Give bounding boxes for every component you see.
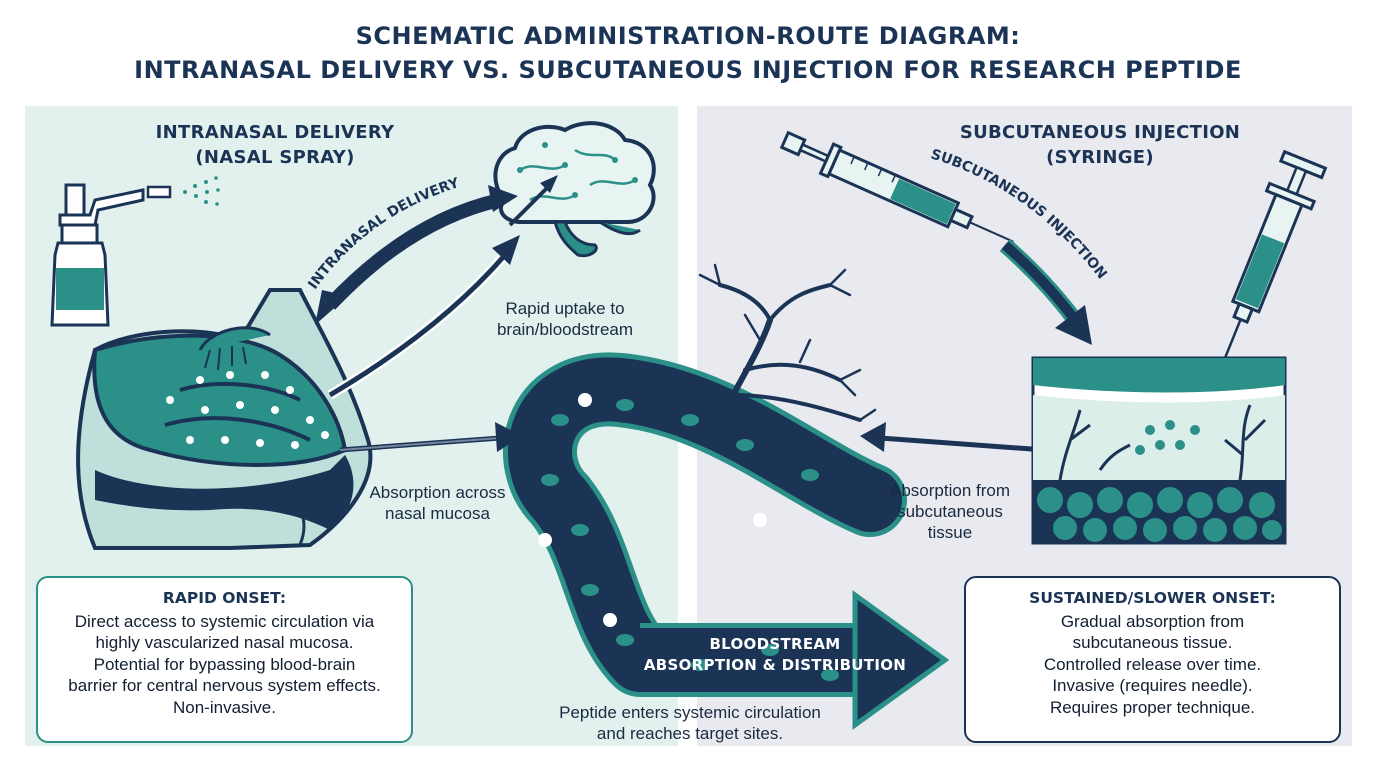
rapid-onset-line-3: Potential for bypassing blood-brain [93, 654, 356, 674]
rapid-onset-line-5: Non-invasive. [173, 697, 276, 717]
rapid-onset-line-1: Direct access to systemic circulation vi… [74, 611, 375, 631]
circulation-caption: Peptide enters systemic circulation and … [520, 702, 860, 744]
rapid-onset-box: RAPID ONSET: Direct access to systemic c… [36, 576, 413, 743]
sustained-onset-box: SUSTAINED/SLOWER ONSET: Gradual absorpti… [964, 576, 1341, 743]
injection-route-arrow [999, 238, 1092, 345]
right-panel-heading: SUBCUTANEOUS INJECTION (SYRINGE) [940, 120, 1260, 170]
bloodstream-arrow-line-1: BLOODSTREAM [709, 635, 841, 653]
uptake-arrow [327, 235, 520, 400]
subcutaneous-absorption-line-3: tissue [927, 523, 973, 542]
capillary-network-illustration [698, 263, 877, 423]
intranasal-delivery-arrow [315, 185, 518, 325]
sustained-onset-line-4: Invasive (requires needle). [1052, 676, 1253, 695]
bloodstream-arrow-label: BLOODSTREAM ABSORPTION & DISTRIBUTION [625, 634, 925, 676]
circulation-caption-line-1: Peptide enters systemic circulation [559, 703, 821, 722]
right-heading-line-2: (SYRINGE) [1046, 147, 1154, 168]
diagram-title-line-1: SCHEMATIC ADMINISTRATION-ROUTE DIAGRAM: [355, 22, 1021, 50]
nasal-absorption-arrow [339, 422, 522, 453]
brain-icon [493, 121, 656, 258]
nasal-absorption-label: Absorption across nasal mucosa [345, 482, 530, 524]
uptake-label: Rapid uptake to brain/bloodstream [470, 298, 660, 340]
subcutaneous-absorption-arrow [860, 422, 1046, 453]
sustained-onset-heading: SUSTAINED/SLOWER ONSET: [1029, 589, 1276, 607]
sustained-onset-line-3: Controlled release over time. [1043, 654, 1262, 674]
subcutaneous-absorption-line-1: Absorption from [890, 481, 1010, 500]
rapid-onset-line-4: barrier for central nervous system effec… [68, 676, 381, 695]
sustained-onset-line-2: subcutaneous tissue. [1072, 633, 1233, 652]
subcutaneous-absorption-line-2: subcutaneous [897, 502, 1003, 521]
skin-tissue-illustration [1031, 356, 1287, 545]
blood-vessel-illustration [503, 352, 950, 730]
uptake-label-line-1: Rapid uptake to [505, 299, 625, 318]
left-heading-line-1: INTRANASAL DELIVERY [155, 122, 395, 143]
nasal-spray-bottle-icon [50, 176, 220, 327]
sustained-onset-line-1: Gradual absorption from [1060, 611, 1245, 631]
syringe-icon-horizontal [779, 130, 1014, 243]
rapid-onset-line-2: highly vascularized nasal mucosa. [95, 633, 354, 652]
left-panel-heading: INTRANASAL DELIVERY (NASAL SPRAY) [130, 120, 420, 170]
sustained-onset-line-5: Requires proper technique. [1049, 697, 1256, 717]
right-heading-line-1: SUBCUTANEOUS INJECTION [959, 122, 1241, 143]
uptake-label-line-2: brain/bloodstream [496, 320, 634, 339]
rapid-onset-heading: RAPID ONSET: [162, 589, 287, 607]
subcutaneous-absorption-label: Absorption from subcutaneous tissue [870, 480, 1030, 543]
bloodstream-arrow-line-2: ABSORPTION & DISTRIBUTION [643, 656, 907, 674]
nasal-cavity-illustration [76, 288, 373, 550]
nasal-absorption-line-1: Absorption across [369, 483, 506, 502]
left-heading-line-2: (NASAL SPRAY) [195, 147, 355, 168]
nasal-absorption-line-2: nasal mucosa [385, 504, 490, 523]
diagram-title-line-2: INTRANASAL DELIVERY VS. SUBCUTANEOUS INJ… [134, 56, 1242, 84]
circulation-caption-line-2: and reaches target sites. [596, 724, 784, 743]
